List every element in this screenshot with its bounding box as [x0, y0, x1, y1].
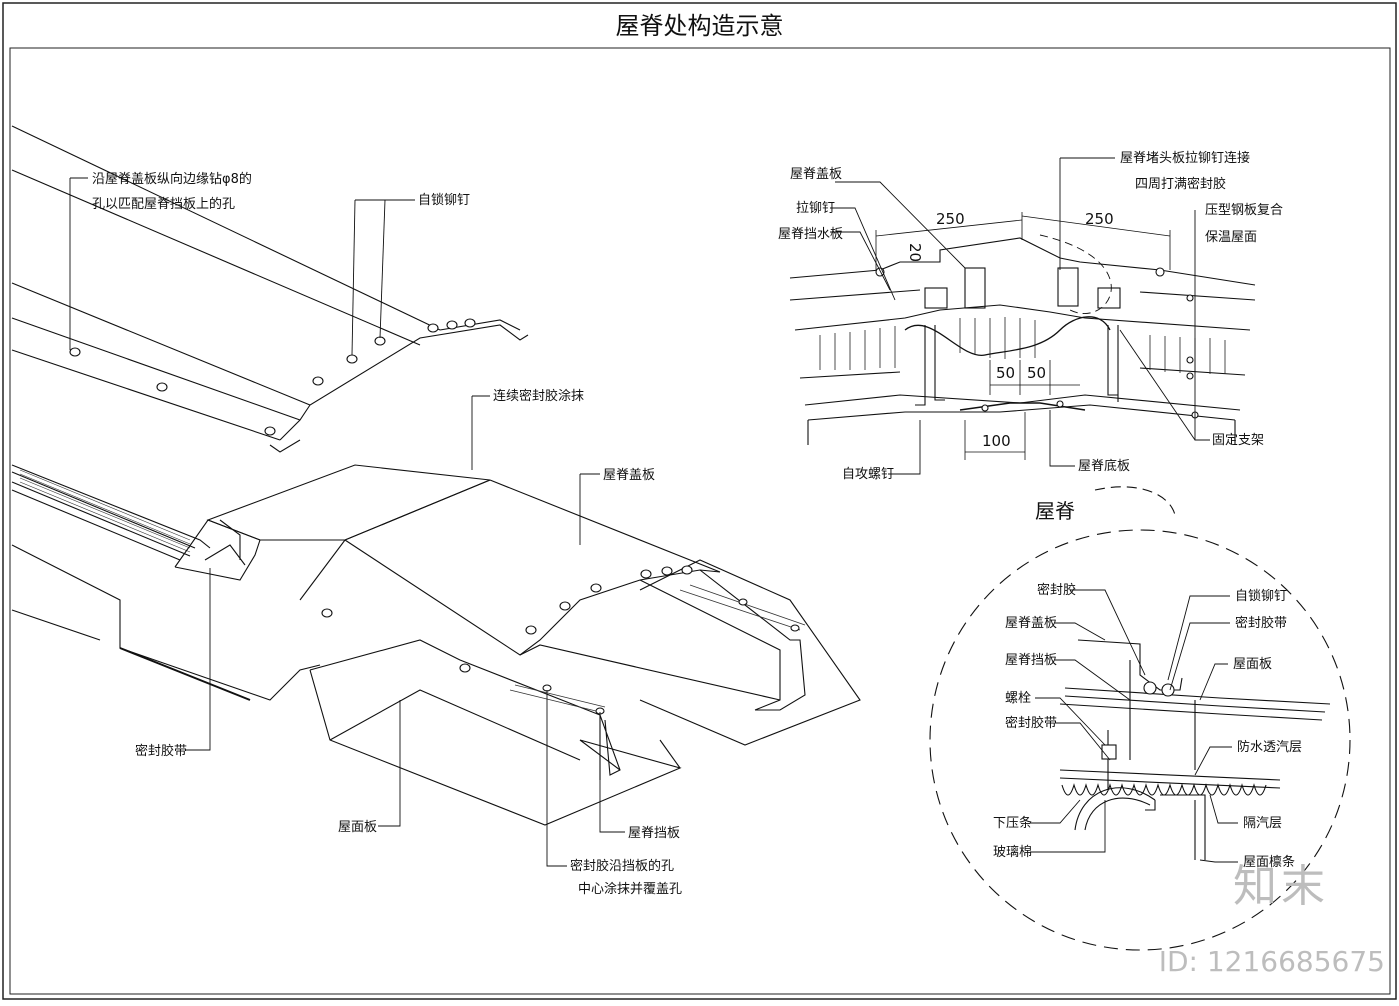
- label-detail-vapor-barrier: 隔汽层: [1243, 816, 1282, 831]
- dim-20: 20: [906, 243, 924, 262]
- label-end-plate-note-line1: 屋脊堵头板拉铆钉连接: [1120, 150, 1250, 166]
- watermark-id: ID: 1216685675: [1158, 945, 1385, 978]
- label-detail-ridge-baffle: 屋脊挡板: [1005, 653, 1057, 668]
- label-detail-glass-wool: 玻璃棉: [993, 845, 1032, 860]
- ridge-detail-drawing: [929, 486, 1351, 951]
- label-detail-sealant: 密封胶: [1037, 582, 1076, 598]
- label-drill-note-line1: 沿屋脊盖板纵向边缘钻φ8的: [92, 171, 252, 187]
- dim-250-right: 250: [1085, 210, 1114, 228]
- label-fixed-bracket: 固定支架: [1212, 433, 1264, 448]
- label-detail-ridge-cover: 屋脊盖板: [1005, 616, 1057, 631]
- label-detail-roof-panel: 屋面板: [1233, 657, 1272, 672]
- ridge-section-drawing: [789, 157, 1256, 475]
- label-ridge-baffle: 屋脊挡板: [628, 826, 680, 841]
- label-detail-pressing-strip: 下压条: [993, 815, 1032, 831]
- label-roof-panel: 屋面板: [338, 820, 377, 835]
- dim-250-left: 250: [936, 210, 965, 228]
- drawing-title: 屋脊处构造示意: [615, 12, 784, 40]
- inner-border: [9, 47, 1391, 995]
- label-section-ridge-cover: 屋脊盖板: [790, 167, 842, 182]
- detail-circle: [929, 529, 1351, 951]
- label-detail-waterproof-layer: 防水透汽层: [1237, 739, 1302, 755]
- label-composite-line2: 保温屋面: [1205, 230, 1257, 245]
- ridge-assembly-drawing: [11, 395, 861, 867]
- label-ridge-bottom-plate: 屋脊底板: [1078, 458, 1130, 474]
- label-detail-sealant-tape-left: 密封胶带: [1005, 715, 1057, 731]
- label-continuous-sealant: 连续密封胶涂抹: [493, 388, 584, 404]
- label-sealant-note-line1: 密封胶沿挡板的孔: [570, 858, 674, 874]
- label-pull-rivet: 拉铆钉: [796, 201, 835, 216]
- dim-100: 100: [982, 432, 1011, 450]
- label-ridge-water-baffle: 屋脊挡水板: [778, 227, 843, 242]
- label-ridge-cover-left: 屋脊盖板: [603, 468, 655, 483]
- label-detail-roof-purlin: 屋面檩条: [1243, 854, 1295, 870]
- dim-50-right: 50: [1027, 364, 1046, 382]
- label-detail-self-lock-rivet: 自锁铆钉: [1235, 588, 1287, 604]
- label-end-plate-note-line2: 四周打满密封胶: [1135, 176, 1226, 192]
- label-detail-bolt: 螺栓: [1005, 691, 1031, 706]
- label-sealant-note-line2: 中心涂抹并覆盖孔: [578, 881, 682, 897]
- label-ridge: 屋脊: [1035, 499, 1075, 523]
- label-sealant-tape: 密封胶带: [135, 743, 187, 759]
- ridge-cover-sheet-drawing: [11, 125, 529, 453]
- label-composite-line1: 压型钢板复合: [1205, 203, 1283, 218]
- watermark-logo: 知末: [1233, 861, 1329, 912]
- label-drill-note-line2: 孔以匹配屋脊挡板上的孔: [92, 196, 235, 212]
- label-detail-sealant-tape-right: 密封胶带: [1235, 615, 1287, 631]
- dim-50-left: 50: [996, 364, 1015, 382]
- label-self-lock-rivet: 自锁铆钉: [418, 192, 470, 208]
- label-self-tapping-screw: 自攻螺钉: [842, 467, 894, 482]
